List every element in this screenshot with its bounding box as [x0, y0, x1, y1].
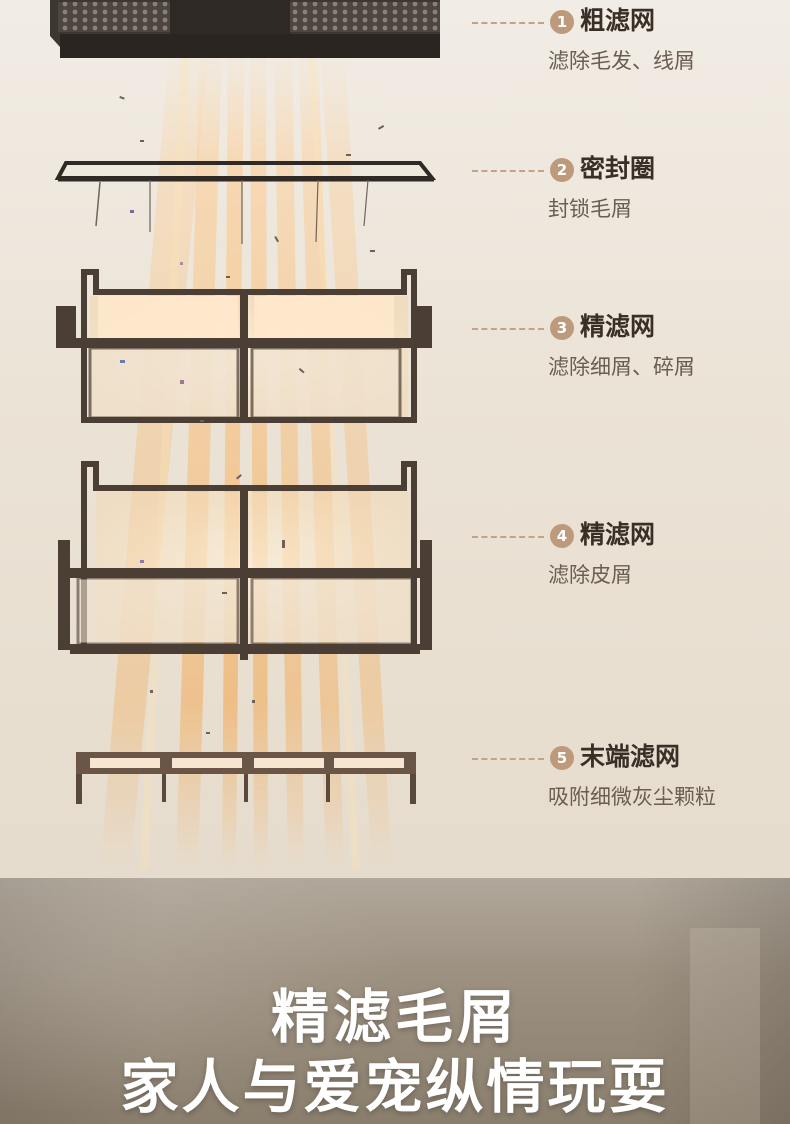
fine-filter-basket-1-illustration	[56, 269, 432, 423]
fine-filter-basket-2-illustration	[58, 461, 432, 660]
light-beams	[100, 40, 392, 870]
layer-title: 精滤网	[580, 520, 656, 549]
coarse-filter-illustration	[50, 0, 440, 58]
dashed-leader-line	[472, 22, 544, 24]
layer-description: 滤除皮屑	[548, 563, 632, 587]
layer-number-badge: 1	[550, 10, 574, 34]
dashed-leader-line	[472, 536, 544, 538]
end-filter-illustration	[76, 752, 416, 804]
seal-ring-illustration	[54, 161, 437, 244]
debris-particles	[119, 96, 385, 734]
layer-number-badge: 3	[550, 316, 574, 340]
banner-headline: 精滤毛屑	[270, 983, 519, 1051]
layer-description: 封锁毛屑	[548, 197, 632, 221]
exploded-view-panel: 1 粗滤网 滤除毛发、线屑 2 密封圈 封锁毛屑 3 精滤网 滤除细屑、碎屑 4…	[0, 0, 790, 878]
dashed-leader-line	[472, 170, 544, 172]
layer-title: 密封圈	[580, 154, 656, 183]
layer-number-badge: 5	[550, 746, 574, 770]
banner-subheadline: 家人与爱宠纵情玩耍	[120, 1053, 670, 1121]
dashed-leader-line	[472, 328, 544, 330]
dashed-leader-line	[472, 758, 544, 760]
room-background	[0, 878, 790, 1124]
layer-title: 精滤网	[580, 312, 656, 341]
layer-title: 末端滤网	[580, 742, 681, 771]
layer-description: 滤除细屑、碎屑	[548, 355, 695, 379]
layer-description: 吸附细微灰尘颗粒	[548, 785, 716, 809]
door-background	[690, 928, 760, 1124]
layer-number-badge: 2	[550, 158, 574, 182]
filter-exploded-illustration	[50, 0, 440, 870]
banner-panel	[0, 878, 790, 1124]
layer-number-badge: 4	[550, 524, 574, 548]
layer-title: 粗滤网	[580, 6, 656, 35]
layer-description: 滤除毛发、线屑	[548, 49, 695, 73]
